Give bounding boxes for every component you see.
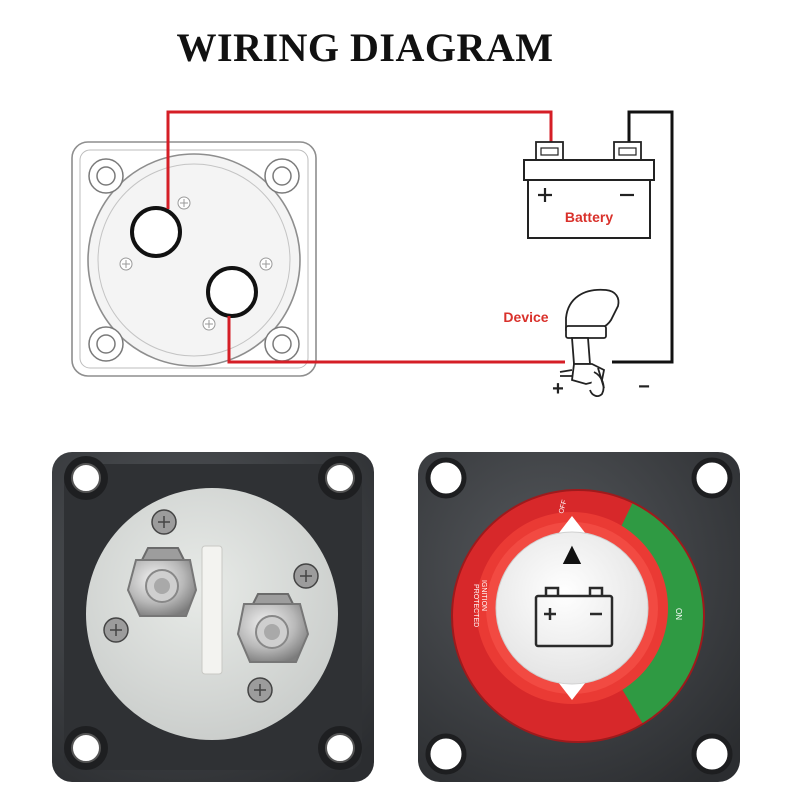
mount-hole — [88, 158, 124, 194]
page-title: WIRING DIAGRAM — [176, 25, 554, 70]
rotary-knob[interactable]: ▲ — [476, 512, 668, 704]
device-positive-sign: + — [552, 378, 564, 400]
mount-hole — [425, 733, 467, 775]
battery-symbol-icon — [534, 586, 614, 648]
switch-back-photo — [52, 452, 374, 782]
screw-icon — [119, 196, 273, 331]
mount-hole — [318, 726, 362, 770]
mount-hole — [264, 326, 300, 362]
dial-arrow-icon: ▲ — [563, 539, 582, 567]
device-label: Device — [503, 309, 548, 325]
mount-hole — [88, 326, 124, 362]
mount-hole — [425, 457, 467, 499]
battery-label: Battery — [565, 209, 613, 225]
outboard-motor-icon — [559, 288, 620, 397]
product-photos: ▲ OFF ON IGNITION PROTECTED — [52, 452, 740, 782]
switch-front-photo: ▲ OFF ON IGNITION PROTECTED — [418, 452, 740, 782]
dial-on-text: ON — [674, 608, 683, 620]
wire-battery-positive — [166, 110, 553, 209]
screw-icon — [103, 509, 319, 703]
dial-ignition-text: IGNITION — [480, 580, 487, 611]
mount-hole — [318, 456, 362, 500]
wire-negative — [612, 110, 674, 364]
terminal-positive — [130, 206, 182, 258]
dial-off-text: OFF — [558, 499, 568, 514]
terminal-stud — [126, 547, 198, 617]
mount-hole — [264, 158, 300, 194]
terminal-negative — [206, 266, 258, 318]
wiring-diagram: Battery Device + − — [71, 110, 674, 400]
mount-hole — [64, 456, 108, 500]
device-negative-sign: − — [638, 376, 650, 398]
mount-hole — [64, 726, 108, 770]
dial-protected-text: PROTECTED — [472, 584, 479, 627]
mount-hole — [691, 733, 733, 775]
battery-icon — [523, 141, 655, 239]
wire-device-positive — [227, 316, 565, 364]
terminal-stud — [236, 593, 310, 663]
mount-hole — [691, 457, 733, 499]
